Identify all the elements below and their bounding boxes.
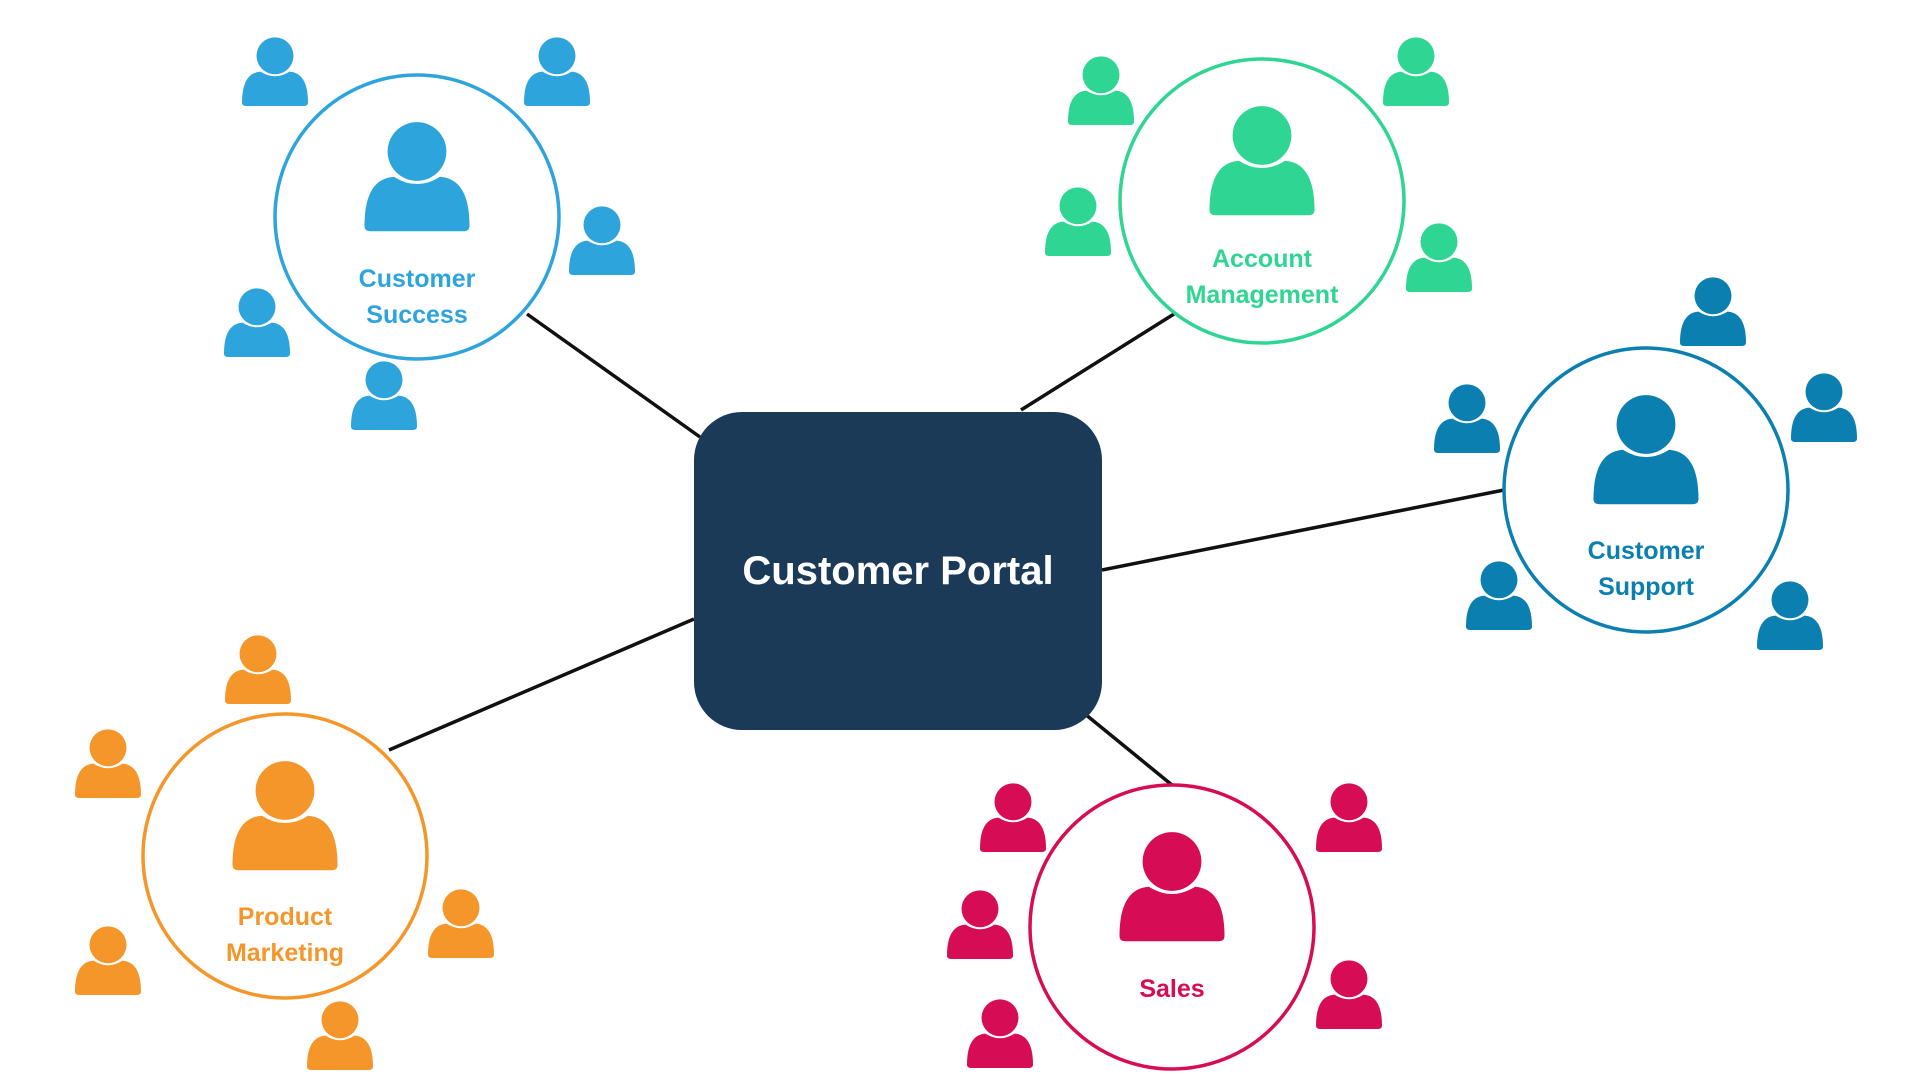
connector-customer-support xyxy=(1101,488,1505,572)
customer-success-member-person-icon xyxy=(524,37,590,106)
customer-success-label-line-2: Success xyxy=(366,301,467,329)
customer-success-member-person-icon xyxy=(569,206,635,275)
customer-support-member-person-icon xyxy=(1791,373,1857,442)
product-marketing-member-person-icon xyxy=(307,1001,373,1070)
customer-success-label-line-1: Customer xyxy=(359,265,476,293)
account-management-member-person-icon xyxy=(1068,56,1134,125)
sales-label-line-1: Sales xyxy=(1139,975,1204,1003)
group-sales[interactable]: Sales xyxy=(947,783,1382,1071)
department-groups: CustomerSuccessAccountManagementCustomer… xyxy=(75,37,1857,1071)
product-marketing-member-person-icon xyxy=(75,729,141,798)
account-management-member-person-icon xyxy=(1406,223,1472,292)
customer-success-member-person-icon xyxy=(351,361,417,430)
connector-lines xyxy=(388,312,1505,787)
product-marketing-label-line-2: Marketing xyxy=(226,939,344,967)
customer-success-member-person-icon xyxy=(224,288,290,357)
customer-support-member-person-icon xyxy=(1434,384,1500,453)
connector-sales xyxy=(1083,712,1174,787)
account-management-label-line-1: Account xyxy=(1212,245,1313,273)
product-marketing-member-person-icon xyxy=(225,635,291,704)
sales-member-person-icon xyxy=(947,890,1013,959)
sales-member-person-icon xyxy=(1316,960,1382,1029)
hub-label: Customer Portal xyxy=(742,549,1053,593)
sales-member-person-icon xyxy=(1316,783,1382,852)
customer-support-label-line-2: Support xyxy=(1598,573,1694,601)
customer-support-member-person-icon xyxy=(1757,581,1823,650)
account-management-label-line-2: Management xyxy=(1186,281,1339,309)
customer-support-member-person-icon xyxy=(1680,277,1746,346)
hub-box[interactable] xyxy=(694,412,1102,730)
connector-account-management xyxy=(1020,312,1175,412)
account-management-member-person-icon xyxy=(1383,37,1449,106)
connector-product-marketing xyxy=(388,617,695,752)
customer-support-label-line-1: Customer xyxy=(1588,537,1705,565)
connector-customer-success xyxy=(525,312,702,439)
product-marketing-member-person-icon xyxy=(75,926,141,995)
product-marketing-label-line-1: Product xyxy=(238,903,333,931)
customer-support-member-person-icon xyxy=(1466,561,1532,630)
account-management-member-person-icon xyxy=(1045,187,1111,256)
product-marketing-member-person-icon xyxy=(428,889,494,958)
sales-member-person-icon xyxy=(967,999,1033,1068)
sales-member-person-icon xyxy=(980,783,1046,852)
customer-success-member-person-icon xyxy=(242,37,308,106)
